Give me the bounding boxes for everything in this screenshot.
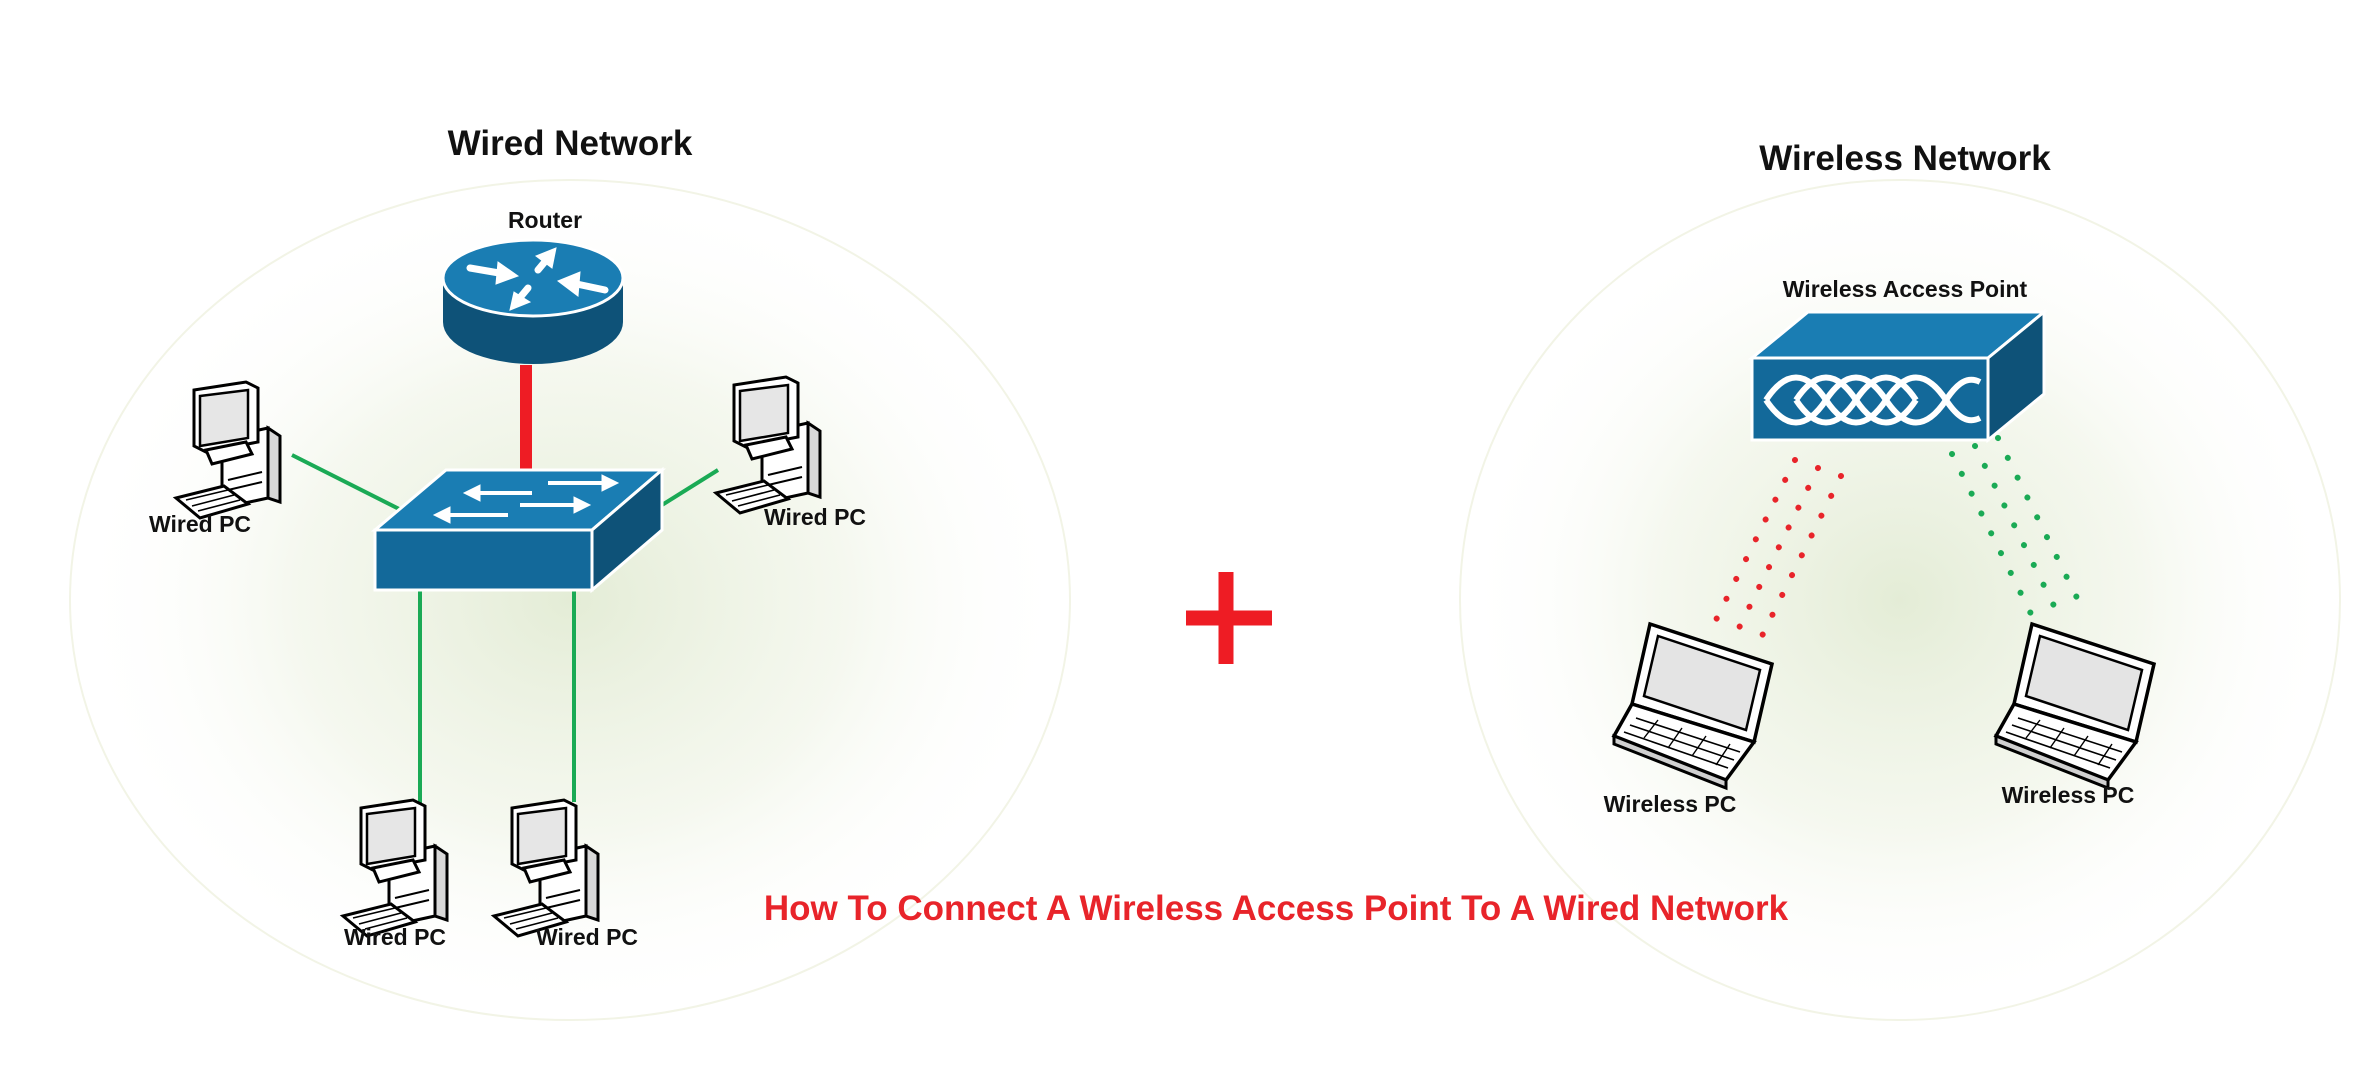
wireless-zone xyxy=(1459,179,2341,1021)
plus-icon xyxy=(1186,572,1272,664)
wired-pc-label-2: Wired PC xyxy=(764,504,866,530)
wired-zone xyxy=(69,179,1071,1021)
wired-pc-label-1: Wired PC xyxy=(149,511,251,537)
diagram-caption: How To Connect A Wireless Access Point T… xyxy=(764,889,1789,928)
switch-icon xyxy=(370,466,667,594)
router-icon xyxy=(441,238,625,364)
wireless-pc-label-1: Wireless PC xyxy=(1604,791,1737,817)
ethernet-cables xyxy=(291,453,720,805)
router-label: Router xyxy=(508,207,582,233)
wired-network-title: Wired Network xyxy=(448,124,693,163)
wired-pc-label-3: Wired PC xyxy=(344,924,446,950)
access-point-icon xyxy=(1747,308,2049,444)
cable-switch-pc-left xyxy=(291,453,406,514)
access-point-label: Wireless Access Point xyxy=(1783,276,2028,302)
wireless-network-title: Wireless Network xyxy=(1759,139,2051,178)
wireless-signal-left xyxy=(1709,457,1844,647)
wireless-pc-label-2: Wireless PC xyxy=(2002,782,2135,808)
wired-pc-label-4: Wired PC xyxy=(536,924,638,950)
